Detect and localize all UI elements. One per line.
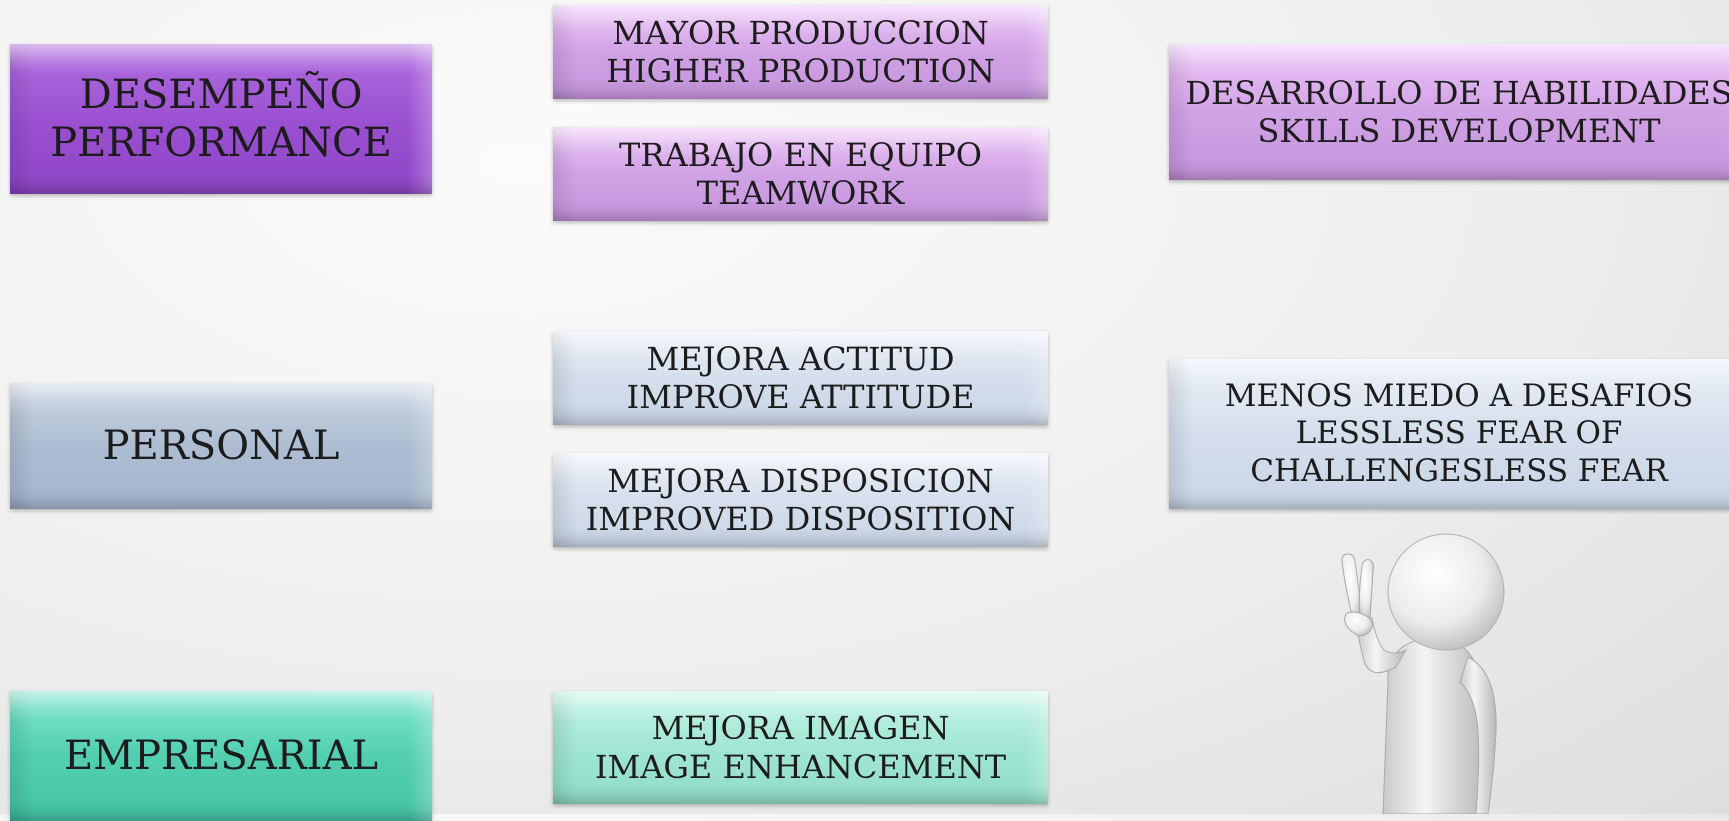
category-empresarial-line-1: EMPRESARIAL [63,733,379,779]
category-performance-box: DESEMPEÑO PERFORMANCE [10,44,432,194]
category-performance-line-1: DESEMPEÑO [79,72,363,118]
category-performance-line-2: PERFORMANCE [50,120,392,166]
outcome-fear-line-2: LESSLESS FEAR OF [1295,415,1623,452]
item-image-line-2: IMAGE ENHANCEMENT [594,747,1007,786]
outcome-fear-box: MENOS MIEDO A DESAFIOS LESSLESS FEAR OF … [1169,359,1729,509]
item-attitude-box: MEJORA ACTITUD IMPROVE ATTITUDE [553,331,1048,425]
outcome-skills-line-2: SKILLS DEVELOPMENT [1257,112,1661,150]
item-teamwork-line-2: TEAMWORK [696,174,905,212]
item-attitude-line-2: IMPROVE ATTITUDE [626,378,975,416]
category-personal-line-1: PERSONAL [102,423,340,469]
outcome-fear-line-1: MENOS MIEDO A DESAFIOS [1224,378,1694,415]
outcome-fear-line-3: CHALLENGESLESS FEAR [1250,452,1668,489]
item-disposition-box: MEJORA DISPOSICION IMPROVED DISPOSITION [553,453,1048,547]
item-teamwork-line-1: TRABAJO EN EQUIPO [619,135,982,174]
item-production-box: MAYOR PRODUCCION HIGHER PRODUCTION [553,5,1048,99]
item-disposition-line-2: IMPROVED DISPOSITION [585,500,1016,538]
item-image-line-1: MEJORA IMAGEN [651,709,950,748]
item-attitude-line-1: MEJORA ACTITUD [646,339,955,378]
item-teamwork-box: TRABAJO EN EQUIPO TEAMWORK [553,127,1048,221]
peace-sign-figure-icon [1341,533,1505,814]
item-production-line-1: MAYOR PRODUCCION [612,13,989,52]
category-personal-box: PERSONAL [10,383,432,509]
item-production-line-2: HIGHER PRODUCTION [606,52,995,90]
outcome-skills-line-1: DESARROLLO DE HABILIDADES [1185,73,1729,112]
item-disposition-line-1: MEJORA DISPOSICION [607,461,994,500]
category-empresarial-box: EMPRESARIAL [10,691,432,821]
item-image-box: MEJORA IMAGEN IMAGE ENHANCEMENT [553,691,1048,804]
outcome-skills-box: DESARROLLO DE HABILIDADES SKILLS DEVELOP… [1169,44,1729,180]
